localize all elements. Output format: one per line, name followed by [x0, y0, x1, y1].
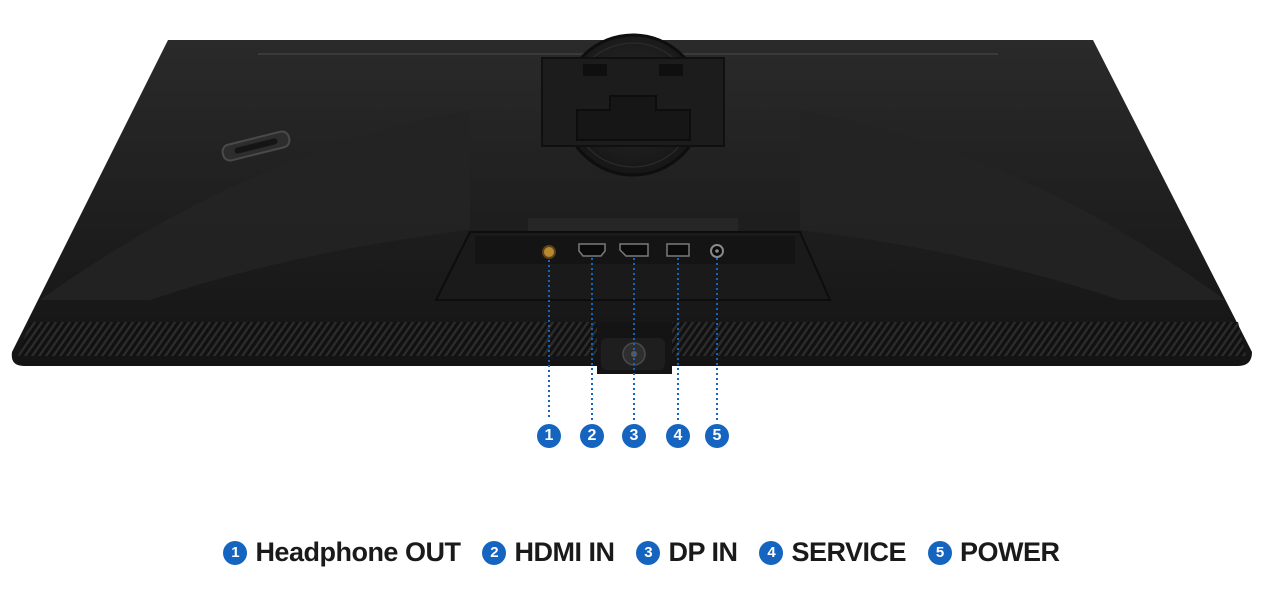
hdmi-port: [578, 243, 606, 257]
usb-service-port: [666, 243, 690, 257]
port-legend: 1 Headphone OUT 2 HDMI IN 3 DP IN 4 SERV…: [0, 537, 1283, 568]
callout-badge-4: 4: [666, 424, 690, 448]
headphone-port: [542, 245, 556, 259]
legend-label-service: SERVICE: [791, 537, 907, 567]
callout-badge-1: 1: [537, 424, 561, 448]
legend-badge-4: 4: [759, 540, 784, 565]
brand-emblem: [221, 130, 291, 162]
legend-label-dp: DP IN: [668, 537, 738, 567]
legend-item-service: 4 SERVICE: [759, 537, 907, 568]
monitor-body: [11, 40, 1252, 366]
legend-item-headphone: 1 Headphone OUT: [223, 537, 461, 568]
legend-badge-2: 2: [482, 540, 507, 565]
callout-badge-5: 5: [705, 424, 729, 448]
legend-label-hdmi: HDMI IN: [514, 537, 615, 567]
legend-item-dp: 3 DP IN: [636, 537, 738, 568]
legend-item-hdmi: 2 HDMI IN: [482, 537, 615, 568]
dp-port: [619, 243, 649, 257]
legend-badge-5: 5: [928, 540, 953, 565]
legend-label-power: POWER: [960, 537, 1060, 567]
legend-badge-3: 3: [636, 540, 661, 565]
legend-item-power: 5 POWER: [928, 537, 1060, 568]
callout-badge-3: 3: [622, 424, 646, 448]
callout-badge-2: 2: [580, 424, 604, 448]
legend-label-headphone: Headphone OUT: [255, 537, 461, 567]
legend-badge-1: 1: [223, 540, 248, 565]
